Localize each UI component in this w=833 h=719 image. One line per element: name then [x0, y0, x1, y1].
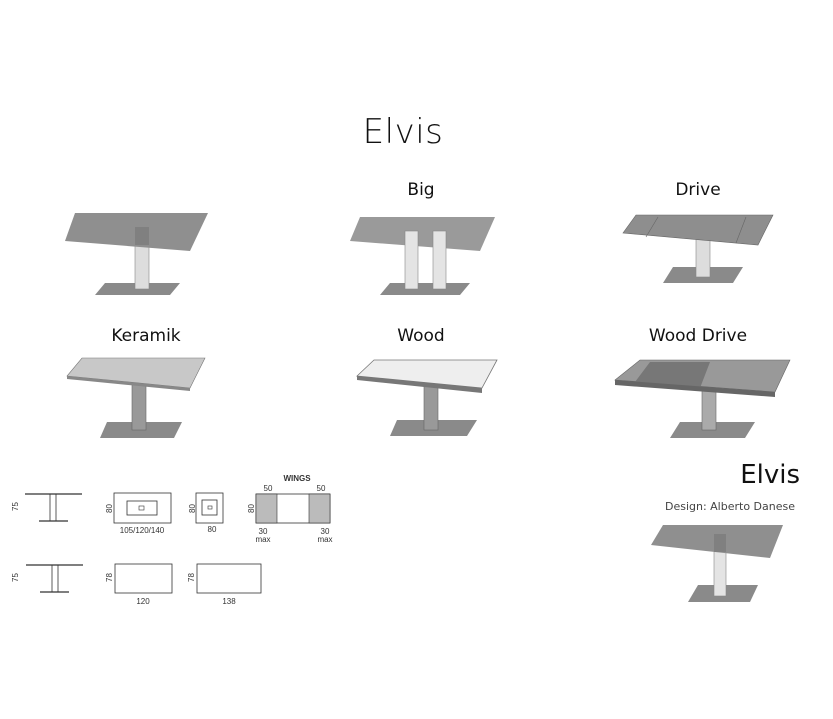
plan-square: 80 80 [188, 492, 224, 534]
dim-wing-left: 50 [264, 484, 273, 493]
plan-rect-138: 78 138 [187, 563, 262, 606]
dim-width-138: 138 [222, 597, 236, 606]
dim-height-1: 75 [11, 502, 20, 511]
variant-label-keramik: Keramik [111, 326, 181, 346]
dim-depth-120: 78 [105, 573, 114, 582]
table-render-wood [356, 359, 498, 436]
table-render-big [350, 217, 495, 295]
dim-depth-square: 80 [188, 504, 197, 513]
side-view-1: 75 [11, 493, 82, 522]
plan-rect-120: 78 120 [105, 563, 173, 606]
wings-title: WINGS [283, 474, 311, 483]
product-name: Elvis [740, 460, 800, 490]
dim-width-square: 80 [208, 525, 217, 534]
max-label-left: max [255, 535, 270, 544]
table-render-elvis [65, 213, 208, 295]
dim-wing-min-right: 30 [321, 527, 330, 536]
plan-wings: WINGS 50 50 80 30 max 30 max [247, 474, 333, 544]
dim-wing-min-left: 30 [259, 527, 268, 536]
variant-label-drive: Drive [675, 180, 721, 200]
technical-drawings: 75 80 105/120/140 80 80 WINGS 50 50 80 3… [11, 474, 333, 606]
dim-height-2: 75 [11, 573, 20, 582]
variant-label-big: Big [407, 180, 435, 200]
dim-width-1: 105/120/140 [120, 526, 165, 535]
plan-rect-1: 80 105/120/140 [105, 492, 172, 535]
table-render-wood-drive [614, 359, 791, 438]
dim-depth-1: 80 [105, 504, 114, 513]
dim-width-120: 120 [136, 597, 150, 606]
variant-label-wood: Wood [397, 326, 445, 346]
table-render-keramik [66, 357, 206, 438]
dim-depth-138: 78 [187, 573, 196, 582]
max-label-right: max [317, 535, 332, 544]
dim-depth-wings: 80 [247, 504, 256, 513]
page-title: Elvis [362, 112, 444, 152]
table-render-drive [622, 214, 774, 283]
variant-label-wood-drive: Wood Drive [648, 326, 748, 346]
table-render-product [651, 525, 783, 602]
designer-credit: Design: Alberto Danese [664, 500, 795, 513]
dim-wing-right: 50 [317, 484, 326, 493]
side-view-2: 75 [11, 564, 83, 593]
